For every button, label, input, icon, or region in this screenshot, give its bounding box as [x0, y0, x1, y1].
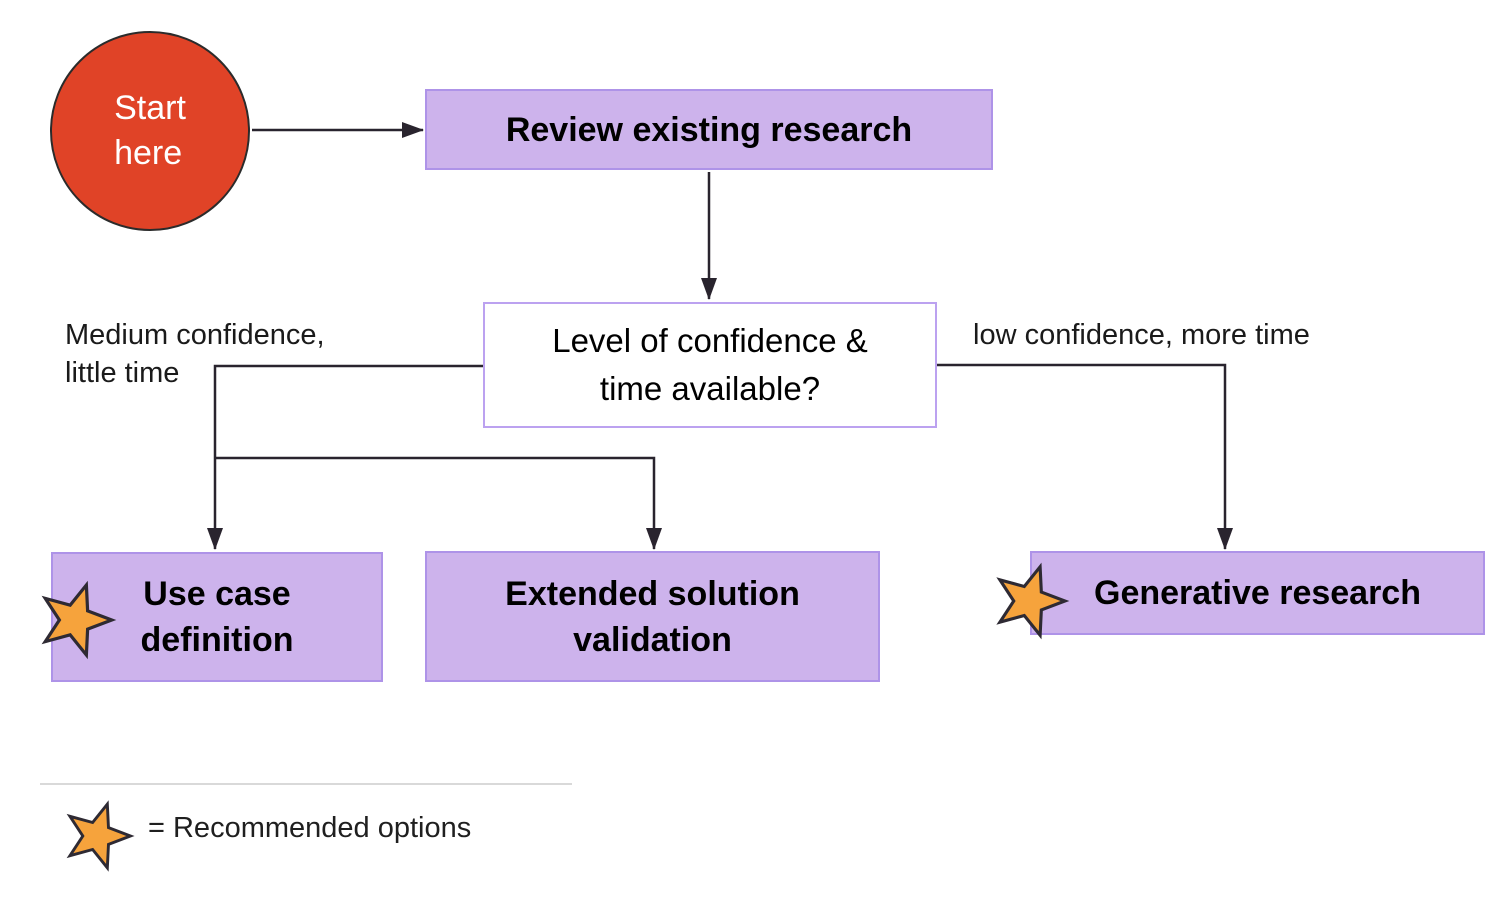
use-case-node-label: Use case definition: [140, 575, 294, 659]
generative-research-node: Generative research: [1030, 551, 1485, 635]
recommended-star-icon: [41, 580, 117, 660]
branch-label-low-confidence: low confidence, more time: [973, 319, 1310, 351]
connector-decision-to-generative: [937, 363, 1233, 550]
recommended-star-icon: [996, 562, 1070, 640]
extended-solution-validation-node: Extended solution validation: [425, 551, 880, 682]
extended-node-label: Extended solution validation: [505, 574, 800, 659]
connector-decision-to-extended: [215, 456, 662, 550]
start-node: Start here: [50, 31, 250, 231]
connector-decision-to-use-case: [207, 364, 483, 550]
branch-label-medium-confidence: Medium confidence, little time: [65, 319, 325, 389]
decision-node: Level of confidence & time available?: [483, 302, 937, 428]
recommended-star-icon: [66, 800, 135, 872]
legend-label: = Recommended options: [148, 812, 472, 844]
start-node-label: Start here: [114, 89, 186, 172]
review-node-label: Review existing research: [505, 110, 913, 149]
review-existing-research-node: Review existing research: [425, 89, 993, 170]
decision-node-label: Level of confidence & time available?: [552, 322, 868, 407]
generative-node-label: Generative research: [1094, 574, 1421, 612]
